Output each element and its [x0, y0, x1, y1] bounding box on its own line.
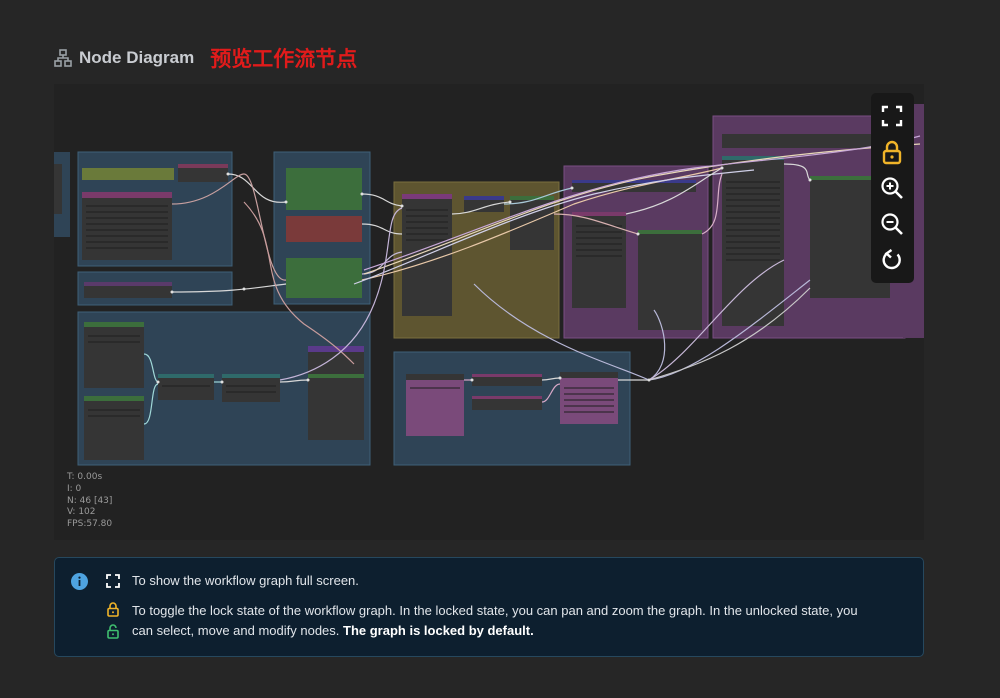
lock-icon — [107, 602, 119, 617]
fullscreen-icon — [106, 574, 120, 588]
unlock-icon — [107, 624, 119, 639]
lock-icon — [882, 140, 902, 165]
node-groups — [54, 104, 924, 466]
page-subtitle: 预览工作流节点 — [210, 47, 358, 71]
link-dots — [156, 166, 812, 384]
page-title: Node Diagram — [79, 48, 195, 67]
stat-i: I: 0 — [67, 483, 82, 494]
fullscreen-button[interactable] — [878, 102, 906, 130]
info-icon — [71, 573, 88, 590]
fullscreen-help-text: To show the workflow graph full screen. — [132, 573, 359, 588]
node-links — [143, 135, 921, 425]
lock-help-default-note: The graph is locked by default. — [343, 623, 534, 638]
fullscreen-icon — [881, 105, 903, 127]
diagram-icon — [54, 49, 72, 67]
graph-nodes — [54, 134, 898, 460]
workflow-graph — [54, 104, 924, 466]
workflow-canvas[interactable]: T: 0.00s I: 0 N: 46 [43] V: 102 FPS:57.8… — [54, 84, 924, 540]
zoom-out-button[interactable] — [878, 210, 906, 238]
section-header: Node Diagram 预览工作流节点 — [54, 44, 357, 72]
lock-help-text-2: can select, move and modify nodes. The g… — [132, 621, 534, 641]
lock-toggle-button[interactable] — [878, 138, 906, 166]
zoom-out-icon — [881, 213, 903, 235]
info-panel: To show the workflow graph full screen. … — [54, 557, 924, 657]
lock-help-text-1: To toggle the lock state of the workflow… — [132, 603, 858, 618]
reset-icon — [882, 249, 901, 270]
node-widgets — [86, 181, 780, 417]
zoom-in-button[interactable] — [878, 174, 906, 202]
render-stats: T: 0.00s I: 0 N: 46 [43] V: 102 FPS:57.8… — [67, 472, 112, 531]
stat-nodes: N: 46 [43] — [67, 495, 113, 506]
zoom-in-icon — [881, 177, 903, 199]
stat-visible: V: 102 — [67, 507, 96, 518]
stat-fps: FPS:57.80 — [67, 519, 113, 530]
reset-view-button[interactable] — [878, 246, 906, 274]
stat-time: T: 0.00s — [67, 472, 103, 482]
graph-toolbar — [871, 93, 914, 283]
lock-help-text-2-prefix: can select, move and modify nodes. — [132, 623, 344, 638]
